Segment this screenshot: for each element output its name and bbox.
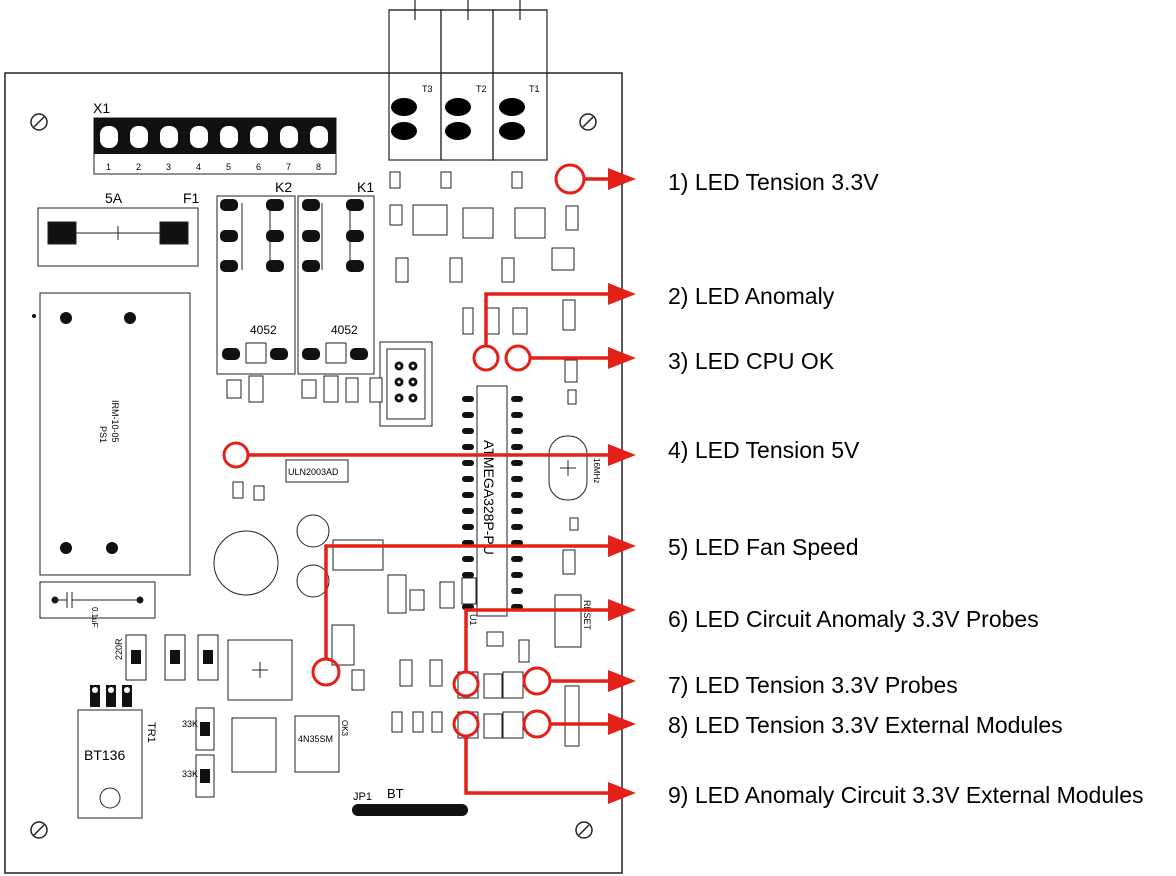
relay-coil-label: 4052	[250, 323, 277, 337]
fuse-rating: 5A	[105, 190, 123, 206]
terminal-block	[388, 0, 548, 161]
relay-label-k1: K1	[357, 179, 374, 195]
header-label-jp1: JP1	[353, 791, 372, 803]
pin-number: 3	[166, 162, 171, 172]
arrow-heads	[608, 168, 636, 804]
led-leader-lines	[248, 177, 610, 795]
optocoupler-name: 4N35SM	[298, 734, 333, 744]
annotation-3: 3) LED CPU OK	[668, 348, 835, 374]
pin-number: 5	[226, 162, 231, 172]
annotation-4: 4) LED Tension 5V	[668, 437, 860, 463]
triac-ref: TR1	[145, 722, 157, 743]
inductor	[227, 639, 293, 701]
header-label-bt: BT	[387, 786, 404, 801]
capacitor-c3	[39, 581, 156, 619]
crystal	[548, 435, 588, 501]
mounting-holes	[30, 113, 597, 839]
header-connector	[379, 341, 433, 427]
annotation-2: 2) LED Anomaly	[668, 283, 835, 309]
crystal-value: 16MHz	[592, 458, 601, 483]
terminal-label-t3: T3	[422, 84, 433, 94]
electrolytic-capacitors	[213, 514, 330, 598]
annotation-8: 8) LED Tension 3.3V External Modules	[668, 712, 1063, 738]
optocoupler-ref: OK3	[340, 720, 349, 737]
fuse-label: F1	[183, 190, 200, 206]
header-pins	[394, 361, 418, 403]
pin-number: 4	[196, 162, 201, 172]
resistor-value: 33K	[182, 719, 198, 729]
capacitor-value: 0.1uF	[90, 607, 99, 628]
pin-number: 7	[286, 162, 291, 172]
power-supply-pins	[32, 312, 136, 554]
pin-number: 2	[136, 162, 141, 172]
driver-ic-name: ULN2003AD	[288, 467, 339, 477]
relay-pads	[220, 199, 368, 360]
bottom-header-pins	[352, 804, 468, 816]
terminal-label-t1: T1	[529, 84, 540, 94]
terminal-label-t2: T2	[476, 84, 487, 94]
annotation-1: 1) LED Tension 3.3V	[668, 169, 879, 195]
relays	[216, 195, 375, 375]
pin-number: 8	[316, 162, 321, 172]
optocouplers	[231, 715, 340, 773]
terminal-pads	[391, 98, 525, 140]
power-supply	[39, 292, 191, 576]
triac-tr1	[77, 685, 143, 819]
small-components	[226, 171, 580, 747]
connector-x1	[93, 117, 337, 175]
annotation-9: 9) LED Anomaly Circuit 3.3V External Mod…	[668, 782, 1144, 808]
annotation-6: 6) LED Circuit Anomaly 3.3V Probes	[668, 606, 1039, 632]
pin-number: 1	[106, 162, 111, 172]
resistor-pads	[131, 650, 213, 783]
microcontroller	[462, 385, 523, 617]
mcu-name: ATMEGA328P-PU	[481, 440, 497, 555]
driver-ic	[285, 459, 349, 483]
pin-number: 6	[256, 162, 261, 172]
reset-switch	[554, 594, 582, 648]
fuse	[37, 207, 199, 267]
annotation-5: 5) LED Fan Speed	[668, 534, 859, 560]
power-supply-model: IRM-10-05	[110, 400, 120, 443]
reset-label: RESET	[582, 600, 592, 631]
resistor-value: 33K	[182, 769, 198, 779]
relay-label-k2: K2	[275, 179, 292, 195]
relay-coil-label: 4052	[331, 323, 358, 337]
mcu-ref: U1	[468, 614, 478, 626]
annotation-7: 7) LED Tension 3.3V Probes	[668, 672, 958, 698]
triac-name: BT136	[84, 747, 125, 763]
power-supply-ref: PS1	[98, 426, 108, 443]
resistor-value: 220R	[114, 638, 124, 660]
connector-label: X1	[93, 100, 110, 116]
